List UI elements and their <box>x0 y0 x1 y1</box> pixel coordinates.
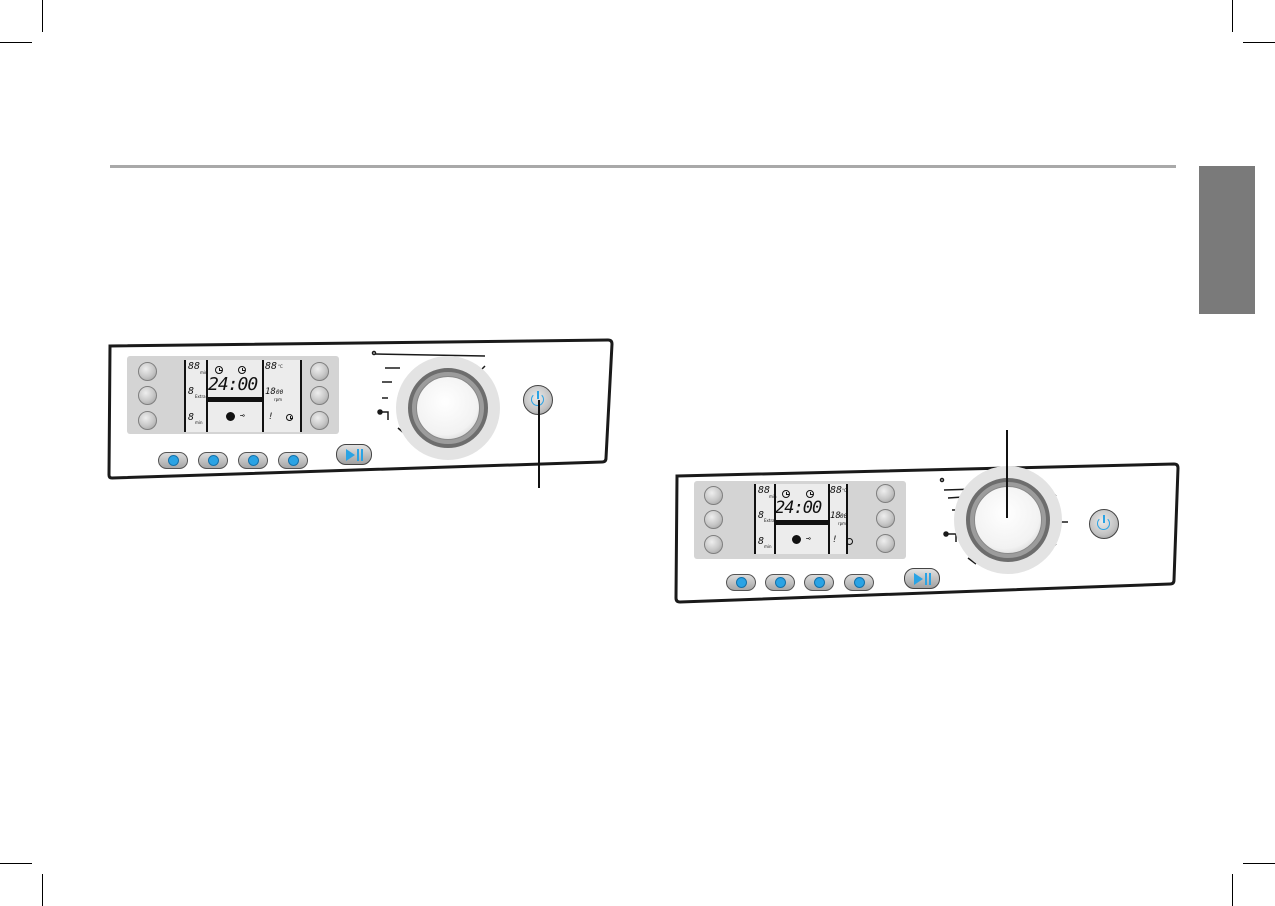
timer-clock-icon <box>238 366 246 374</box>
option-clock-button[interactable] <box>198 452 228 469</box>
lcd-mid-left-unit: Extra <box>764 518 775 523</box>
header-rule <box>110 165 1176 168</box>
lcd-bottom-left: 8 <box>188 412 195 423</box>
option-shirt-button[interactable] <box>238 452 268 469</box>
option-minus-button[interactable] <box>844 574 874 591</box>
lcd-bottom-right: ! <box>268 412 274 422</box>
gear-icon <box>846 538 853 545</box>
crop-mark <box>1243 42 1275 43</box>
control-panel-2: 88 min 8 Extra 8 min 24:00 ⊸ 88 °C 18 00… <box>674 462 1180 608</box>
lcd-divider-left <box>206 360 208 432</box>
option-button-left-1[interactable] <box>704 486 723 505</box>
option-button-left-2[interactable] <box>138 386 157 405</box>
minus-icon <box>288 455 299 466</box>
option-button-right-2[interactable] <box>876 509 895 528</box>
option-button-right-3[interactable] <box>876 534 895 553</box>
control-panel-1: 88 min 8 Extra 8 min 24:00 ⊸ 88 °C 18 00… <box>107 338 614 484</box>
callout-line-power <box>538 400 540 488</box>
crop-mark <box>0 42 32 43</box>
option-button-left-2[interactable] <box>704 510 723 529</box>
crop-mark <box>1232 0 1233 32</box>
lcd-bottom-left-unit: min <box>195 420 203 425</box>
lcd-bottom-right: ! <box>832 535 838 545</box>
power-icon <box>531 393 544 406</box>
lcd-mid-right-unit: rpm <box>838 521 847 526</box>
lcd-top-right: 88 <box>265 361 278 372</box>
lcd-mid-right-sub: 00 <box>840 513 848 520</box>
section-tab <box>1199 166 1255 314</box>
lcd-top-left: 88 <box>758 485 771 496</box>
lcd-bottom-left: 8 <box>758 536 765 547</box>
lcd-mid-right-unit: rpm <box>274 397 283 402</box>
lcd-mid-right: 18 <box>830 511 841 521</box>
option-drop-button[interactable] <box>726 574 756 591</box>
program-dial[interactable] <box>396 356 500 460</box>
power-button[interactable] <box>1089 509 1119 539</box>
lcd-bottom-left-unit: min <box>764 544 772 549</box>
lcd-top-right: 88 <box>830 485 843 496</box>
delay-clock-icon <box>782 490 790 498</box>
crop-mark <box>1232 874 1233 906</box>
progress-bar <box>207 397 262 402</box>
lcd-display: 88 min 8 Extra 8 min 24:00 ⊸ 88 °C 18 00… <box>754 484 848 554</box>
lcd-display: 88 min 8 Extra 8 min 24:00 ⊸ 88 °C 18 00… <box>184 360 302 432</box>
lcd-top-right-unit: °C <box>842 488 847 493</box>
crop-mark <box>0 863 32 864</box>
option-button-right-1[interactable] <box>876 484 895 503</box>
dial-knob <box>416 376 480 440</box>
lcd-time: 24:00 <box>775 498 822 518</box>
lcd-divider-left <box>774 484 776 554</box>
option-button-left-3[interactable] <box>704 535 723 554</box>
dial-knob <box>974 486 1042 554</box>
play-pause-icon <box>346 449 355 461</box>
lcd-time: 24:00 <box>208 374 258 395</box>
option-button-left-3[interactable] <box>138 411 157 430</box>
lcd-mid-right: 18 <box>265 387 276 397</box>
crop-mark <box>42 874 43 906</box>
lcd-top-left-unit: min <box>769 494 777 499</box>
power-icon <box>1097 517 1110 530</box>
timer-clock-icon <box>806 490 814 498</box>
option-button-left-1[interactable] <box>138 362 157 381</box>
start-pause-button[interactable] <box>336 444 372 465</box>
drop-icon <box>168 455 179 466</box>
lcd-mid-left: 8 <box>188 386 195 397</box>
option-button-right-3[interactable] <box>310 411 329 430</box>
lcd-divider-right <box>828 484 830 554</box>
lcd-mid-left-unit: Extra <box>195 394 206 399</box>
option-button-right-2[interactable] <box>310 386 329 405</box>
option-drop-button[interactable] <box>158 452 188 469</box>
lcd-top-right-unit: °C <box>278 364 283 369</box>
key-icon: ⊸ <box>806 534 811 543</box>
callout-line-dial <box>1006 430 1008 518</box>
clock-icon <box>208 455 219 466</box>
gear-icon <box>286 414 293 421</box>
lcd-top-left-unit: min <box>200 370 208 375</box>
child-lock-icon <box>792 535 801 544</box>
crop-mark <box>1243 863 1275 864</box>
option-button-right-1[interactable] <box>310 362 329 381</box>
option-minus-button[interactable] <box>278 452 308 469</box>
clock-icon <box>775 577 786 588</box>
shirt-icon <box>248 455 259 466</box>
program-dial[interactable] <box>954 466 1062 574</box>
lcd-divider-right <box>262 360 264 432</box>
key-icon: ⊸ <box>240 411 245 420</box>
minus-icon <box>854 577 865 588</box>
play-pause-icon <box>914 573 923 585</box>
crop-mark <box>42 0 43 32</box>
lcd-mid-left: 8 <box>758 510 765 521</box>
option-shirt-button[interactable] <box>804 574 834 591</box>
drop-icon <box>736 577 747 588</box>
option-clock-button[interactable] <box>765 574 795 591</box>
progress-bar <box>775 520 828 525</box>
lcd-top-left: 88 <box>188 361 201 372</box>
shirt-icon <box>814 577 825 588</box>
delay-clock-icon <box>215 366 223 374</box>
start-pause-button[interactable] <box>904 568 940 589</box>
child-lock-icon <box>226 412 235 421</box>
lcd-mid-right-sub: 00 <box>276 389 284 396</box>
